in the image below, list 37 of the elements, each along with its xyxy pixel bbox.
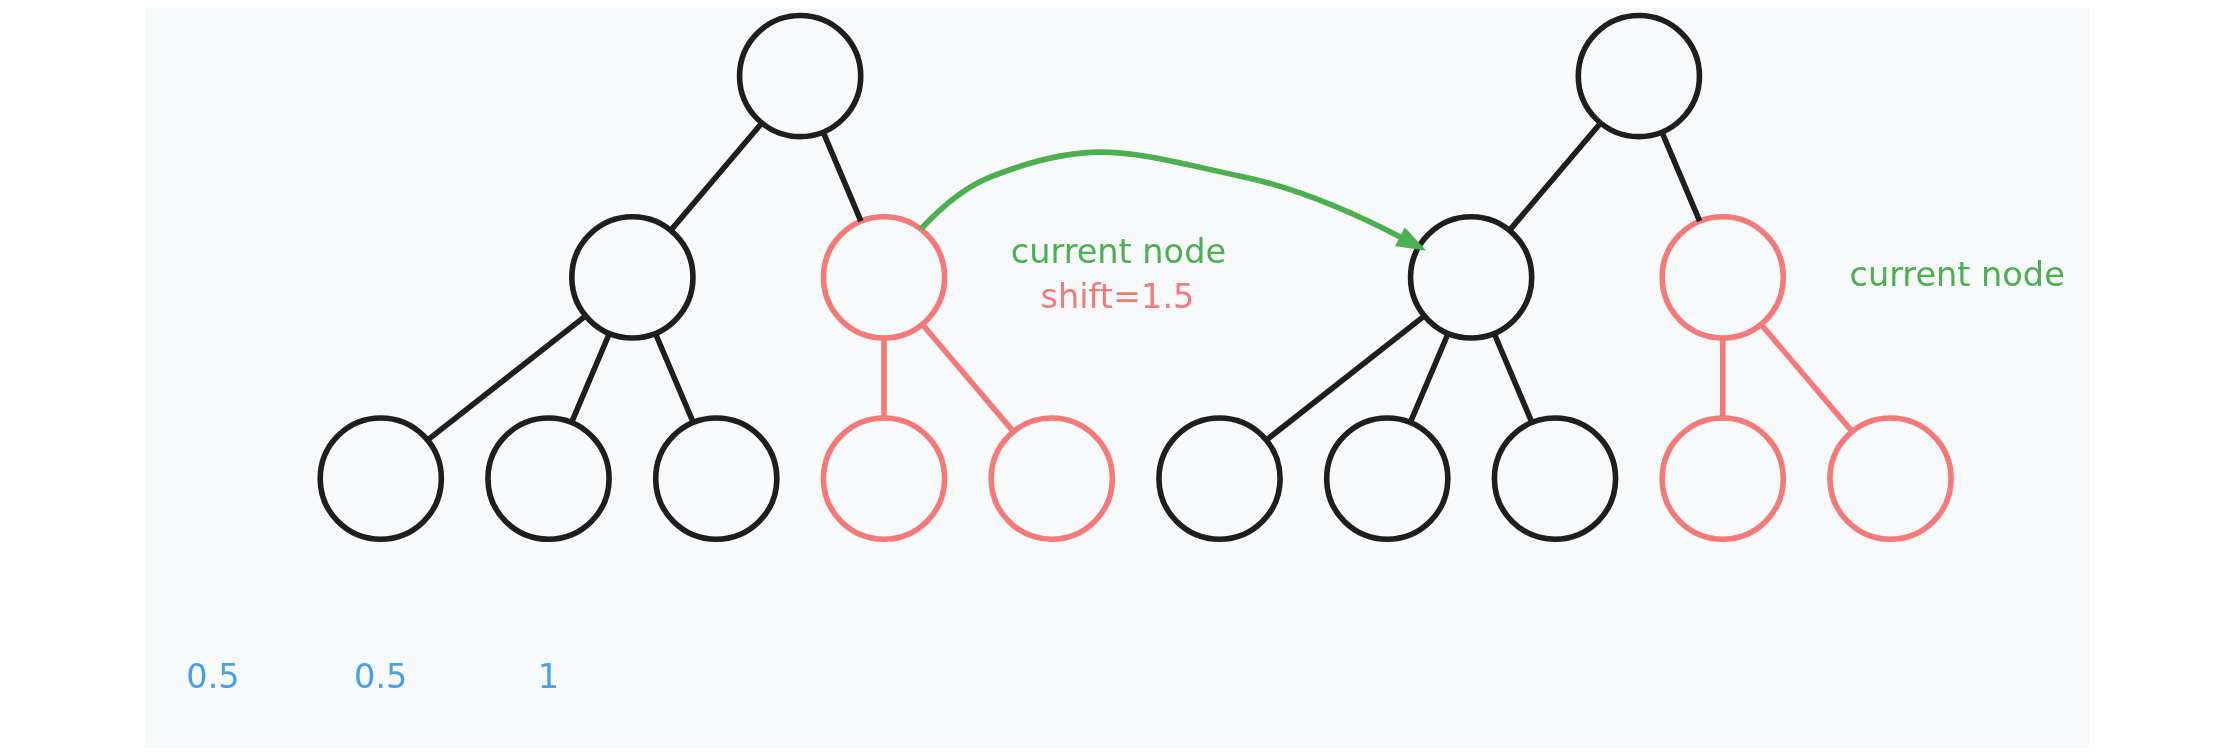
connector [881,337,887,418]
connector [652,332,696,424]
connector [1491,332,1535,424]
node-circle [569,214,696,341]
connector [1759,322,1855,434]
connector [1265,313,1427,442]
node-circle [1659,214,1787,341]
node-circle [652,415,780,542]
connector [920,322,1016,434]
node-circle [485,415,612,542]
connector [668,121,764,233]
node-circle [1323,415,1451,542]
connector [569,332,612,424]
connector [1407,332,1451,424]
connector [426,313,588,442]
connector [820,131,864,223]
node-circle [1659,415,1787,542]
node-circle [317,415,445,542]
node-circle [820,415,948,542]
arrow [918,149,1427,251]
node-circle [1407,214,1535,341]
label: 1 [537,657,560,697]
label: 0.5 [354,657,408,697]
node-label: current node [1010,232,1227,272]
node-circle [820,214,948,341]
node-circle [1827,415,1954,542]
connector [1659,131,1703,223]
label: 0.5 [186,657,240,697]
node-label: shift=1.5 [1040,276,1195,316]
node-circle [1491,415,1619,542]
node-circle [736,12,864,140]
node-circle [1156,415,1283,542]
node-circle [988,415,1116,542]
node-label: current node [1849,254,2065,294]
connector [1507,121,1603,233]
node-circle [1575,12,1703,140]
connector [1719,337,1726,418]
